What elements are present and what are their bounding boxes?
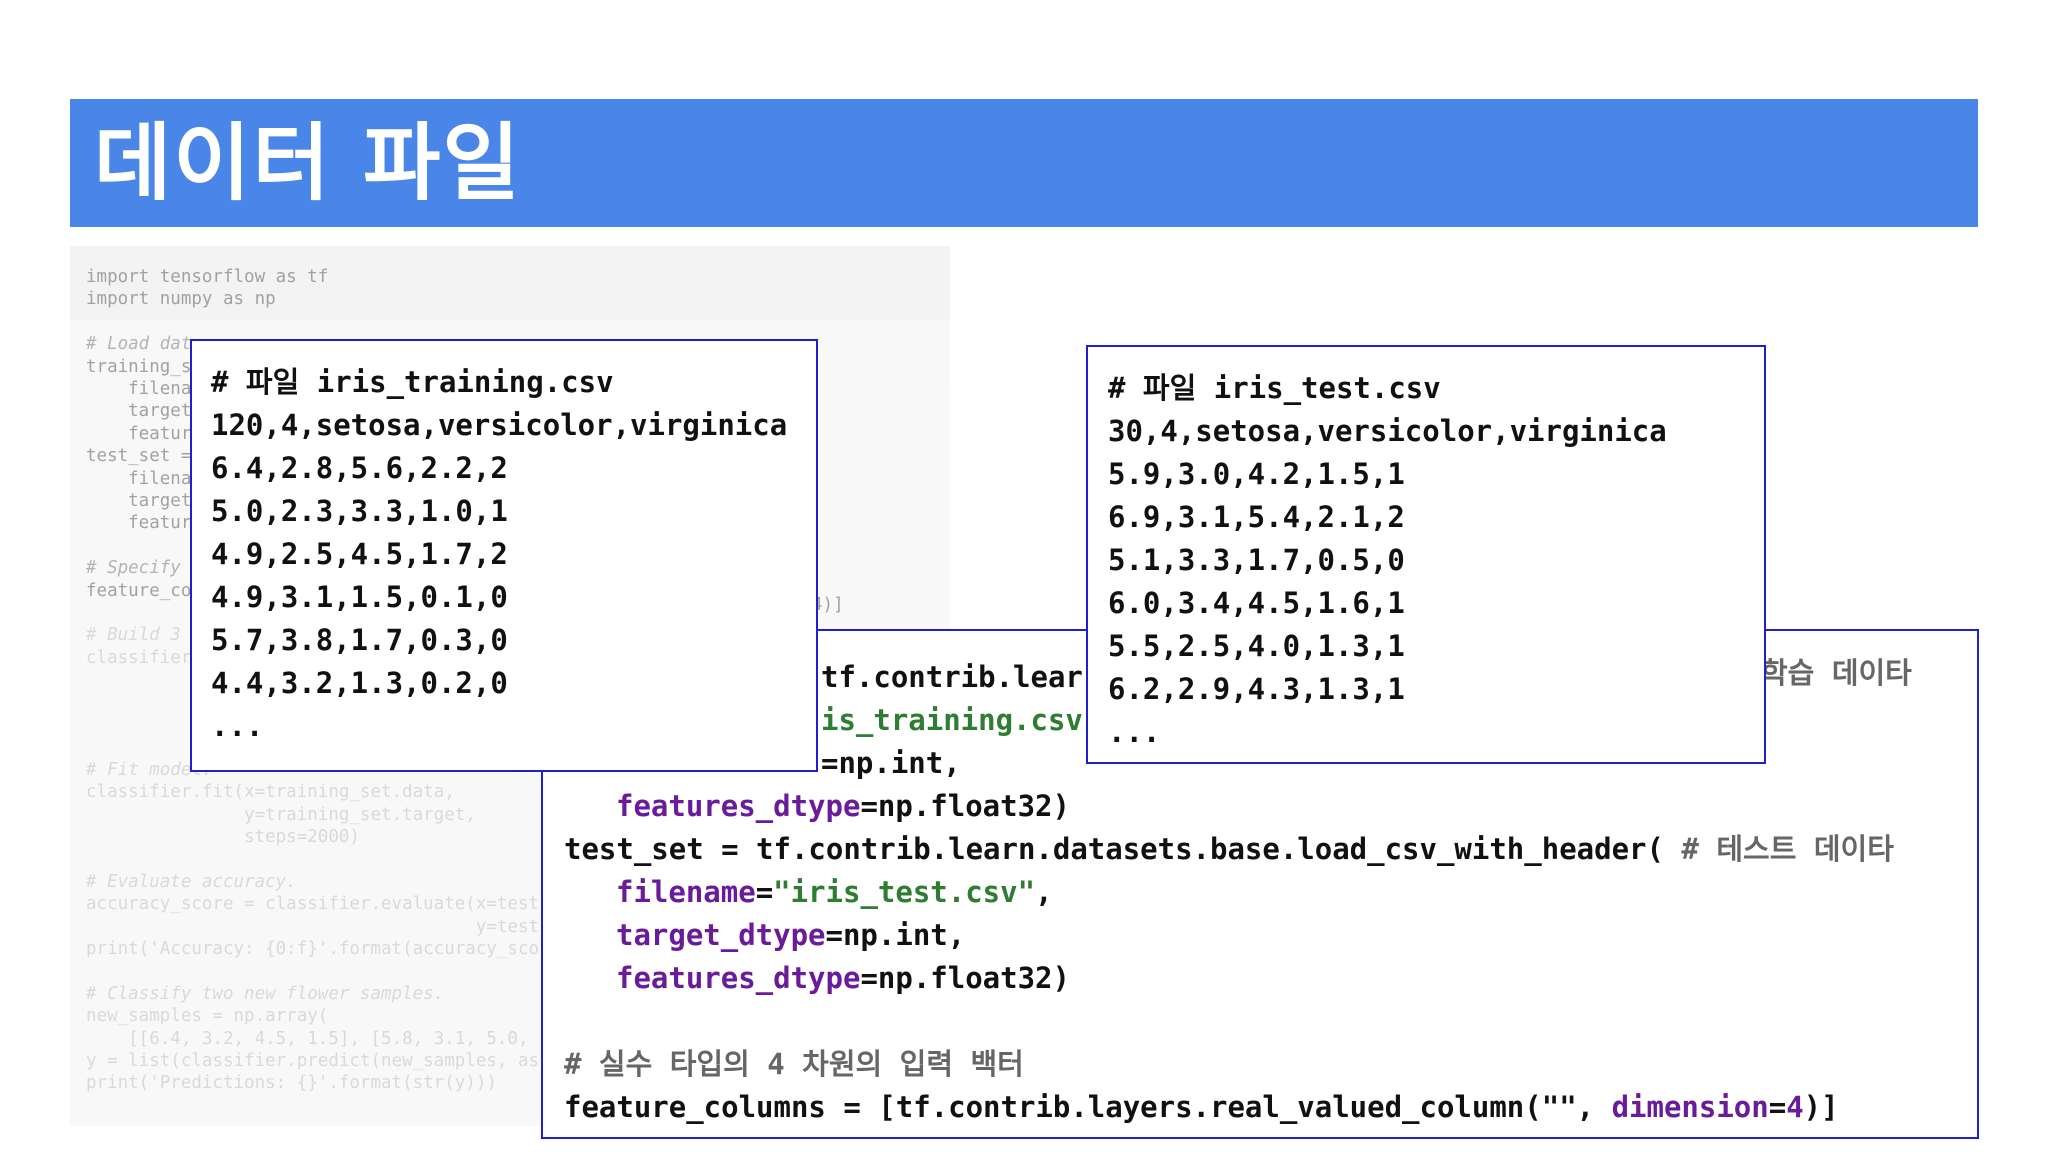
features-dtype-kw-2: features_dtype: [616, 961, 861, 995]
slide-title: 데이터 파일: [94, 114, 522, 212]
background-code-line: feature_co: [86, 580, 192, 601]
background-stray-text: 4)]: [812, 595, 844, 615]
csv-row: 5.9,3.0,4.2,1.5,1: [1108, 457, 1405, 491]
background-code-line: import numpy as np: [86, 289, 276, 310]
csv-row: 5.1,3.3,1.7,0.5,0: [1108, 543, 1405, 577]
csv-row: 5.0,2.3,3.3,1.0,1: [211, 494, 508, 528]
code-fragment-contrib: tf.contrib.learr: [821, 660, 1101, 694]
filename-comma: ,: [1035, 875, 1053, 909]
training-csv-header: # 파일 iris_training.csv: [211, 365, 614, 399]
background-code-line: # Specify: [86, 558, 181, 579]
csv-row: 4.9,3.1,1.5,0.1,0: [211, 580, 508, 614]
target-dtype-kw: target_dtype: [616, 918, 826, 952]
background-code-line: classifier: [86, 647, 192, 668]
features-dtype-kw-1: features_dtype: [616, 789, 861, 823]
background-code-line: # Load dat: [86, 334, 192, 355]
csv-row: 4.4,3.2,1.3,0.2,0: [211, 666, 508, 700]
background-code-line: featur: [86, 423, 192, 444]
background-code-line: y=test: [86, 916, 540, 937]
float32-val-1: =np.float32): [860, 789, 1070, 823]
test-data-comment: # 테스트 데이타: [1681, 832, 1894, 866]
background-code-line: target: [86, 401, 192, 422]
csv-row: 6.2,2.9,4.3,1.3,1: [1108, 672, 1405, 706]
title-bar: 데이터 파일: [70, 99, 1978, 227]
code-line-features-dtype-2: features_dtype=np.float32): [616, 957, 1070, 1000]
csv-row: 30,4,setosa,versicolor,virginica: [1108, 414, 1667, 448]
filename-eq: =: [755, 875, 774, 909]
code-line-target: target_dtype=np.int,: [616, 914, 965, 957]
test-csv-box: # 파일 iris_test.csv 30,4,setosa,versicolo…: [1086, 345, 1766, 764]
code-line-features-dtype-1: features_dtype=np.float32): [616, 785, 1070, 828]
feature-columns-pre: feature_columns = [tf.contrib.layers.rea…: [564, 1090, 1612, 1124]
background-code-line: # Evaluate accuracy.: [86, 871, 297, 892]
csv-row: 6.0,3.4,4.5,1.6,1: [1108, 586, 1405, 620]
background-code-line: print('Predictions: {}'.format(str(y))): [86, 1073, 497, 1094]
background-code-line: new_samples = np.array(: [86, 1006, 329, 1027]
csv-row: 5.5,2.5,4.0,1.3,1: [1108, 629, 1405, 663]
background-cell-imports: [70, 246, 950, 320]
csv-row: 5.7,3.8,1.7,0.3,0: [211, 623, 508, 657]
background-code-line: y=training_set.target,: [86, 804, 476, 825]
code-fragment-training-file: is_training.csv': [821, 703, 1101, 737]
code-line-test-set: test_set = tf.contrib.learn.datasets.bas…: [564, 828, 1894, 871]
main-code-box: tf.contrib.learr is_training.csv' =np.in…: [541, 629, 1979, 1139]
background-code-line: featur: [86, 513, 192, 534]
csv-row: 4.9,2.5,4.5,1.7,2: [211, 537, 508, 571]
background-code-line: import tensorflow as tf: [86, 267, 329, 287]
dimension-eq: =: [1768, 1090, 1787, 1124]
csv-row: 120,4,setosa,versicolor,virginica: [211, 408, 788, 442]
background-code-line: classifier.fit(x=training_set.data,: [86, 782, 455, 803]
training-data-comment: 학습 데이타: [1761, 656, 1912, 690]
background-code-line: target: [86, 491, 192, 511]
test-set-call: test_set = tf.contrib.learn.datasets.bas…: [564, 832, 1664, 866]
background-code-line: # Classify two new flower samples.: [86, 983, 445, 1004]
background-code-line: y = list(classifier.predict(new_samples,…: [86, 1051, 540, 1071]
background-code-line: filena: [86, 379, 192, 399]
background-code-line: print('Accuracy: {0:f}'.format(accuracy_…: [86, 939, 540, 959]
feature-columns-post: )]: [1803, 1090, 1839, 1124]
background-code-line: test_set =: [86, 446, 192, 467]
test-csv-header: # 파일 iris_test.csv: [1108, 371, 1441, 405]
csv-row: 6.4,2.8,5.6,2.2,2: [211, 451, 508, 485]
real-valued-comment: # 실수 타입의 4 차원의 입력 백터: [564, 1047, 1024, 1081]
float32-val-2: =np.float32): [860, 961, 1070, 995]
background-code-line: [[6.4, 3.2, 4.5, 1.5], [5.8, 3.1, 5.0, 1: [86, 1028, 550, 1049]
background-code-line: steps=2000): [86, 827, 360, 847]
filename-kw: filename: [616, 875, 756, 909]
code-line-filename: filename="iris_test.csv",: [616, 871, 1053, 914]
background-code-line: accuracy_score = classifier.evaluate(x=t…: [86, 894, 540, 915]
target-dtype-val: =np.int,: [825, 918, 966, 952]
dimension-val: 4: [1786, 1090, 1804, 1124]
csv-row: 6.9,3.1,5.4,2.1,2: [1108, 500, 1405, 534]
background-code-line: filena: [86, 468, 192, 489]
background-code-line: training_s: [86, 356, 192, 377]
code-line-feature-columns: feature_columns = [tf.contrib.layers.rea…: [564, 1086, 1839, 1129]
training-csv-box: # 파일 iris_training.csv 120,4,setosa,vers…: [190, 339, 818, 772]
code-fragment-int: =np.int,: [821, 746, 961, 780]
filename-val: "iris_test.csv": [773, 875, 1036, 909]
csv-row: ...: [211, 709, 264, 743]
dimension-kw: dimension: [1611, 1090, 1769, 1124]
csv-row: ...: [1108, 715, 1161, 749]
background-code-line: # Build 3: [86, 625, 181, 646]
